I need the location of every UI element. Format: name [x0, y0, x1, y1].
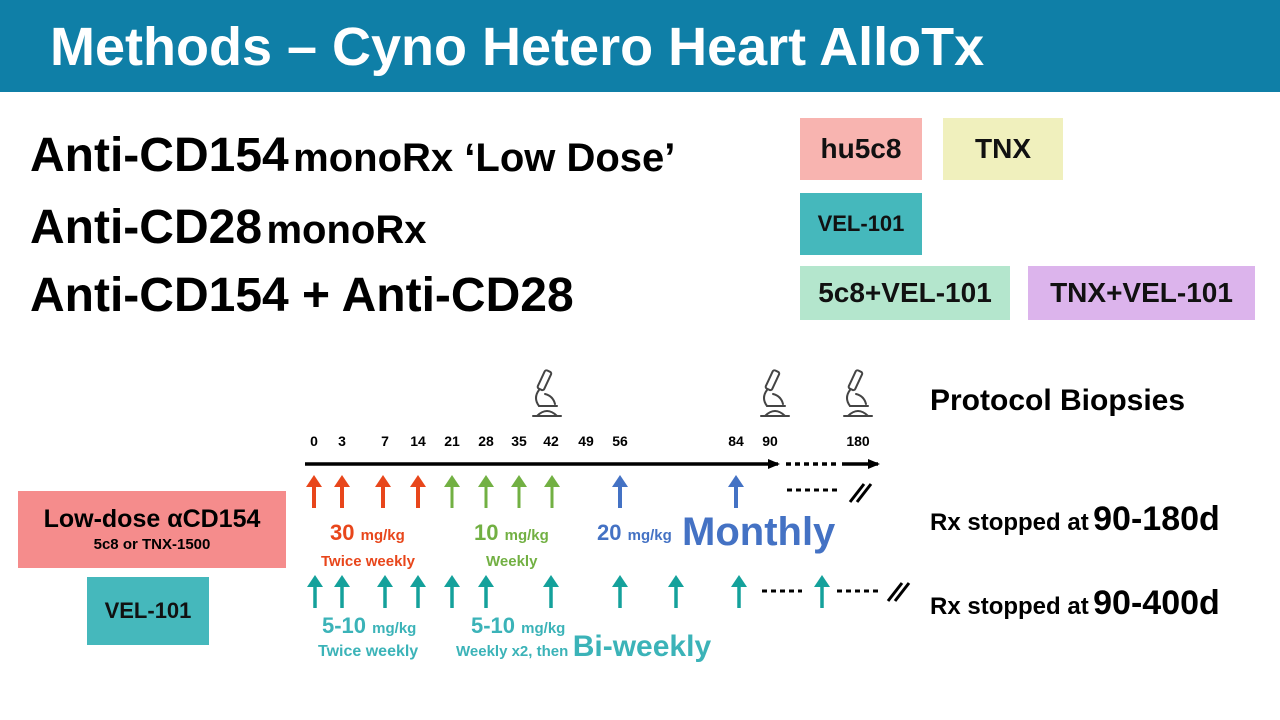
- microscope-icon: [843, 369, 873, 417]
- dose-value: 5-10: [322, 613, 367, 638]
- day-tick-56: 56: [612, 433, 628, 449]
- dose-unit: mg/kg: [372, 620, 417, 637]
- dose-arrow-30: [410, 475, 426, 508]
- dose-arrow-10: [544, 475, 560, 508]
- cd154-dose-arrows: [306, 475, 744, 508]
- cd154-arm-title: Low-dose αCD154: [43, 505, 261, 533]
- dose-arrow-30: [306, 475, 322, 508]
- cd154-dose-10: 10 mg/kg: [474, 520, 549, 546]
- regimen-line-1: Anti-CD154 monoRx ‘Low Dose’: [30, 128, 675, 183]
- day-tick-0: 0: [310, 433, 318, 449]
- cd154-dose-20-frequency: Monthly: [682, 510, 836, 554]
- cd154-dose-30: 30 mg/kg: [330, 520, 405, 546]
- break-marks-vel: [886, 582, 911, 602]
- dose-arrow-10: [511, 475, 527, 508]
- vel-freq-main: Bi-weekly: [572, 630, 712, 663]
- dose-arrow-vel101: [334, 575, 350, 608]
- microscope-icon: [532, 369, 562, 417]
- vel101-arm-box: VEL-101: [87, 577, 209, 645]
- day-tick-35: 35: [511, 433, 527, 449]
- legend-tag-vel101: VEL-101: [800, 193, 922, 255]
- rx-stopped-value: 90-180d: [1093, 500, 1220, 538]
- dose-arrow-vel101: [814, 575, 830, 608]
- dose-unit: mg/kg: [627, 527, 672, 544]
- dose-arrow-vel101: [612, 575, 628, 608]
- day-tick-14: 14: [410, 433, 426, 449]
- regimen-line-2: Anti-CD28 monoRx: [30, 200, 426, 255]
- regimen-line-3: Anti-CD154 + Anti-CD28: [30, 269, 574, 322]
- dose-value: 10: [474, 520, 499, 545]
- dose-value: 20: [597, 520, 622, 545]
- day-tick-84: 84: [728, 433, 744, 449]
- dose-unit: mg/kg: [504, 527, 549, 544]
- dose-arrow-vel101: [410, 575, 426, 608]
- dose-arrow-20: [728, 475, 744, 508]
- cd154-dose-20: 20 mg/kg: [597, 520, 672, 546]
- day-tick-49: 49: [578, 433, 594, 449]
- legend-tag-tnx: TNX: [943, 118, 1063, 180]
- rx-stopped-label: Rx stopped at: [930, 509, 1089, 536]
- microscope-icon: [760, 369, 790, 417]
- dose-arrow-20: [612, 475, 628, 508]
- vel-dose-2: 5-10 mg/kg: [471, 613, 565, 639]
- regimen-1-rest: monoRx ‘Low Dose’: [293, 136, 676, 180]
- dose-arrow-10: [478, 475, 494, 508]
- cd154-dose-30-frequency: Twice weekly: [321, 553, 415, 570]
- vel-dose-1-frequency: Twice weekly: [318, 643, 419, 660]
- dose-arrow-vel101: [478, 575, 494, 608]
- break-marks-cd154: [848, 483, 873, 503]
- legend-tag-tnx-vel101: TNX+VEL-101: [1028, 266, 1255, 320]
- dose-arrow-vel101: [307, 575, 323, 608]
- page-title: Methods – Cyno Hetero Heart AlloTx: [50, 17, 985, 77]
- vel101-dose-arrows: [307, 575, 830, 608]
- protocol-biopsies-label: Protocol Biopsies: [930, 384, 1186, 417]
- dose-arrow-30: [375, 475, 391, 508]
- dose-unit: mg/kg: [360, 527, 405, 544]
- dose-value: 5-10: [471, 613, 516, 638]
- dose-unit: mg/kg: [521, 620, 566, 637]
- day-tick-90: 90: [762, 433, 778, 449]
- vel-dose-2-frequency: Weekly x2, then Bi-weekly: [456, 630, 711, 664]
- rx-stopped-vel: Rx stopped at 90-400d: [930, 584, 1220, 623]
- day-tick-3: 3: [338, 433, 346, 449]
- cd154-arm-box: Low-dose αCD154 5c8 or TNX-1500: [18, 491, 286, 568]
- title-bar: [0, 0, 1280, 92]
- dose-value: 30: [330, 520, 355, 545]
- regimen-2-rest: monoRx: [266, 208, 427, 252]
- day-tick-28: 28: [478, 433, 494, 449]
- day-tick-7: 7: [381, 433, 389, 449]
- rx-stopped-cd154: Rx stopped at 90-180d: [930, 500, 1220, 539]
- day-tick-21: 21: [444, 433, 460, 449]
- dose-arrow-vel101: [444, 575, 460, 608]
- dose-arrow-vel101: [731, 575, 747, 608]
- rx-stopped-label: Rx stopped at: [930, 593, 1089, 620]
- legend-tag-hu5c8: hu5c8: [800, 118, 922, 180]
- day-tick-180: 180: [846, 433, 870, 449]
- cd154-arm-subtitle: 5c8 or TNX-1500: [93, 536, 211, 553]
- cd154-dose-10-frequency: Weekly: [486, 553, 538, 570]
- dose-arrow-vel101: [543, 575, 559, 608]
- dose-arrow-vel101: [668, 575, 684, 608]
- vel-freq-prefix: Weekly x2, then: [456, 643, 569, 660]
- regimen-2-main: Anti-CD28: [30, 201, 263, 254]
- regimen-1-main: Anti-CD154: [30, 129, 289, 182]
- dose-arrow-10: [444, 475, 460, 508]
- day-tick-42: 42: [543, 433, 559, 449]
- legend-tag-5c8-vel101: 5c8+VEL-101: [800, 266, 1010, 320]
- dose-arrow-vel101: [377, 575, 393, 608]
- rx-stopped-value: 90-400d: [1093, 584, 1220, 622]
- vel-dose-1: 5-10 mg/kg: [322, 613, 416, 639]
- dose-arrow-30: [334, 475, 350, 508]
